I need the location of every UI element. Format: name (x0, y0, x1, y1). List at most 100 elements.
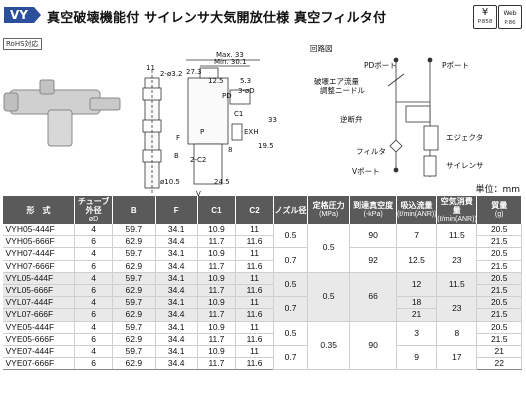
header-nozzle: ノズル径 (273, 196, 308, 224)
check-valve-label: 逆断弁 (340, 114, 363, 124)
cell-b: 62.9 (112, 235, 156, 249)
circuit-lines (387, 57, 439, 177)
cell-mass: 20.5 (476, 321, 522, 334)
cell-air: 11.5 (436, 224, 478, 249)
cell-air: 23 (436, 247, 478, 273)
cell-tube: 6 (74, 284, 114, 298)
cell-air: 8 (436, 321, 478, 346)
cell-mass: 21.5 (476, 308, 522, 322)
web-reference[interactable]: Web P.86 (498, 5, 522, 29)
cell-b: 59.7 (112, 272, 156, 285)
cell-mass: 20.5 (476, 272, 522, 285)
cell-c2: 11 (235, 247, 275, 261)
cell-b: 62.9 (112, 260, 156, 273)
cell-c2: 11 (235, 272, 275, 285)
dim-8: 8 (228, 146, 232, 154)
dim-phi-10-5: ø10.5 (160, 178, 180, 186)
cell-nozzle: 0.7 (273, 345, 308, 371)
cell-f: 34.1 (155, 321, 198, 334)
product-photo (3, 79, 121, 147)
needle-label-2: 調整ニードル (320, 85, 365, 95)
cell-tube: 4 (74, 272, 114, 285)
table-row: VYL05-444F 4 59.7 34.1 10.9 11 0.5 0.5 6… (2, 272, 522, 322)
cell-c2: 11.6 (235, 260, 275, 273)
cell-f: 34.1 (155, 296, 198, 310)
cell-model: VYL07-444F (2, 296, 76, 310)
header-pressure: 定格圧力(MPa) (306, 196, 351, 224)
cell-mass: 20.5 (476, 247, 522, 261)
cell-b: 59.7 (112, 345, 156, 359)
cell-c1: 11.7 (197, 284, 236, 298)
circuit-title: 回路図 (310, 43, 333, 53)
cell-air: 17 (436, 345, 478, 371)
cell-model: VYH07-444F (2, 247, 76, 261)
cell-c1: 10.9 (197, 224, 236, 237)
cell-nozzle: 0.5 (273, 321, 308, 346)
table-row: VYE05-666F 6 62.9 34.4 11.7 11.6 21.5 (2, 333, 522, 346)
header-suction: 吸込流量(ℓ/min(ANR)) (395, 196, 438, 224)
cell-f: 34.4 (155, 260, 198, 273)
cell-c2: 11 (235, 296, 275, 310)
cell-suction: 7 (396, 224, 438, 249)
header-c1: C1 (196, 196, 236, 224)
circuit-diagram: 回路図 PDポート Pポート 破壊エア流量 調整ニードル 逆断弁 エジェクタ フ… (310, 43, 484, 177)
cell-tube: 4 (74, 247, 114, 261)
table-row: VYL07-666F 6 62.9 34.4 11.7 11.6 21 21.5 (2, 308, 522, 322)
cell-suction: 9 (396, 345, 438, 371)
table-row: VYE05-444F 4 59.7 34.1 10.9 11 0.5 0.35 … (2, 321, 522, 371)
cell-air: 11.5 (436, 272, 478, 298)
price-reference[interactable]: ¥ P.858 (473, 5, 497, 29)
cell-nozzle: 0.5 (273, 272, 308, 298)
cell-vacuum: 90 (349, 224, 397, 249)
dim-f: F (176, 134, 180, 142)
cell-mass: 20.5 (476, 296, 522, 310)
cell-c2: 11.6 (235, 308, 275, 322)
cell-f: 34.1 (155, 247, 198, 261)
cell-f: 34.4 (155, 284, 198, 298)
dim-exh: EXH (244, 128, 258, 136)
cell-model: VYE07-444F (2, 345, 76, 359)
table-row: VYH07-666F 6 62.9 34.4 11.7 11.6 21.5 (2, 260, 522, 273)
dim-min: Min. 30.1 (214, 58, 246, 66)
yen-icon: ¥ (481, 7, 489, 18)
dim-5-3: 5.3 (240, 77, 251, 85)
cell-suction: 18 (396, 296, 438, 310)
cell-nozzle: 0.7 (273, 296, 308, 322)
dim-c1: C1 (234, 110, 243, 118)
pd-port-label: PDポート (364, 61, 397, 70)
cell-f: 34.4 (155, 308, 198, 322)
cell-c2: 11 (235, 224, 275, 237)
cell-c1: 11.7 (197, 235, 236, 249)
header-model: 形 式 (1, 196, 76, 224)
cell-c2: 11.6 (235, 357, 275, 371)
cell-suction: 12 (396, 272, 438, 298)
header-vacuum: 到達真空度(-kPa) (349, 196, 397, 224)
cell-air: 23 (436, 296, 478, 322)
dim-b: B (174, 152, 179, 160)
cell-b: 62.9 (112, 333, 156, 346)
cell-tube: 6 (74, 260, 114, 273)
cell-c1: 10.9 (197, 247, 236, 261)
dim-2-phi-3-2: 2-ø3.2 (160, 70, 182, 78)
cell-b: 59.7 (112, 224, 156, 237)
dim-3-phi-d: 3-øD (238, 87, 255, 95)
cell-model: VYH05-666F (2, 235, 76, 249)
cell-suction: 12.5 (396, 247, 438, 273)
table-row: VYH05-666F 6 62.9 34.4 11.7 11.6 21.5 (2, 235, 522, 249)
dim-v: V (196, 190, 201, 198)
cell-mass: 20.5 (476, 224, 522, 237)
dim-33: 33 (268, 116, 277, 124)
cell-tube: 6 (74, 357, 114, 371)
cell-b: 62.9 (112, 284, 156, 298)
cell-mass: 21.5 (476, 284, 522, 298)
cell-b: 62.9 (112, 308, 156, 322)
cell-model: VYE07-666F (2, 357, 76, 371)
cell-c1: 10.9 (197, 321, 236, 334)
cell-pressure: 0.5 (307, 224, 351, 273)
needle-label: 破壊エア流量 (314, 76, 359, 86)
cell-nozzle: 0.7 (273, 247, 308, 273)
table-row: VYE07-666F 6 62.9 34.4 11.7 11.6 22 (2, 357, 522, 371)
cell-c2: 11 (235, 345, 275, 359)
